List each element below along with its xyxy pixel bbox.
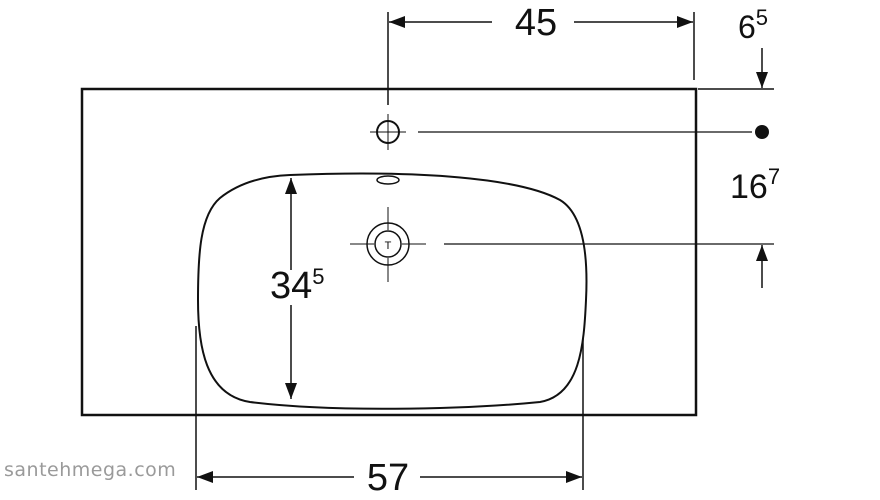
- overflow-slot: [376, 175, 400, 185]
- svg-text:345: 345: [270, 264, 325, 307]
- basin-outline: [196, 172, 588, 410]
- dim-top-width-main: 45: [515, 2, 557, 44]
- svg-text:57: 57: [367, 457, 409, 499]
- dim-right-offset-sup: 5: [756, 5, 768, 30]
- svg-text:65: 65: [738, 5, 768, 45]
- dimension-basin-depth: 345: [270, 178, 325, 399]
- svg-text:T: T: [385, 240, 392, 252]
- dimension-top-width: 45: [387, 2, 695, 105]
- tap-reference-dot: [755, 125, 769, 139]
- dimension-right-depth: 167: [444, 164, 780, 288]
- dim-right-depth-sup: 7: [768, 164, 780, 189]
- dim-right-depth-main: 16: [730, 168, 768, 206]
- dim-right-offset-main: 6: [738, 9, 756, 45]
- drain: T: [350, 207, 426, 282]
- tap-hole: [370, 114, 406, 150]
- svg-text:45: 45: [515, 2, 557, 44]
- dimension-basin-width: 57: [195, 326, 584, 499]
- watermark-text: santehmega.com: [4, 459, 176, 481]
- dim-basin-depth-sup: 5: [312, 264, 324, 289]
- countertop-outline: [80, 87, 698, 417]
- dim-basin-depth-main: 34: [270, 265, 312, 307]
- svg-text:167: 167: [730, 164, 780, 206]
- dim-basin-width-main: 57: [367, 457, 409, 499]
- dimension-right-offset: 65: [698, 5, 774, 90]
